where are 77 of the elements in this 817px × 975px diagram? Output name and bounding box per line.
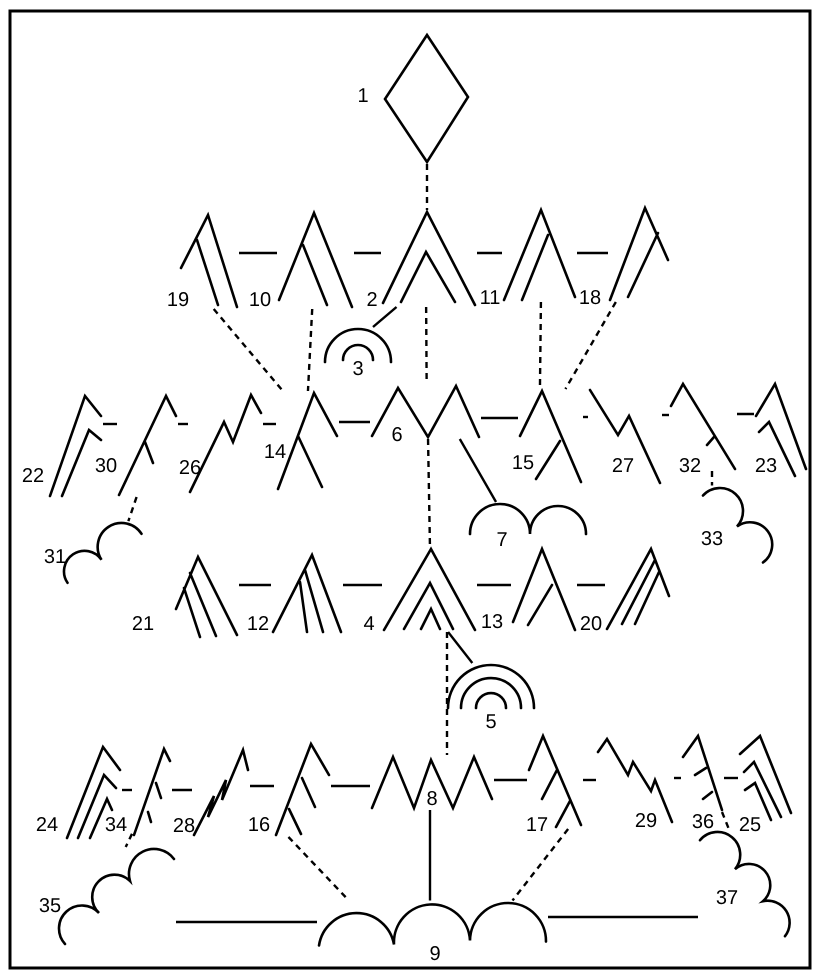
callout-number: 22 xyxy=(22,466,44,486)
connector-line xyxy=(176,920,317,924)
callout-number: 33 xyxy=(700,528,724,549)
connector-line xyxy=(724,776,738,780)
callout-number: 19 xyxy=(166,290,190,310)
connector-line xyxy=(172,788,192,792)
callout-number: 4 xyxy=(363,614,375,634)
connector-line xyxy=(331,784,370,788)
dashed-line xyxy=(564,301,617,390)
connector-line xyxy=(674,776,681,780)
connector-line xyxy=(477,584,511,586)
callout-number: 36 xyxy=(692,812,714,832)
dashed-line xyxy=(710,471,714,486)
connector-line xyxy=(339,420,370,424)
callout-number: 32 xyxy=(678,456,702,476)
connector-line xyxy=(737,412,754,416)
callout-number: 35 xyxy=(38,896,62,916)
connector-line xyxy=(577,252,608,254)
callout-number: 28 xyxy=(172,816,196,836)
connector-line xyxy=(372,306,398,328)
callout-number: 20 xyxy=(580,614,602,634)
connector-line xyxy=(239,252,277,254)
connector-line xyxy=(354,252,381,254)
callout-number: 21 xyxy=(132,614,154,634)
callout-number: 15 xyxy=(512,453,534,473)
callout-number: 30 xyxy=(94,456,118,476)
connector-line xyxy=(583,416,588,418)
callout-number: 18 xyxy=(578,288,602,308)
callout-number: 27 xyxy=(612,456,634,476)
callout-number: 26 xyxy=(178,458,202,478)
connector-line xyxy=(178,422,188,426)
callout-number: 9 xyxy=(429,944,441,964)
callout-number: 34 xyxy=(104,815,128,835)
connector-line xyxy=(122,788,132,792)
callout-number: 14 xyxy=(264,442,286,462)
callout-number: 17 xyxy=(526,815,548,835)
connector-line xyxy=(548,916,698,918)
callout-number: 12 xyxy=(246,614,270,634)
connector-line xyxy=(343,584,382,586)
callout-number: 37 xyxy=(716,888,738,908)
callout-number: 3 xyxy=(352,359,364,379)
callout-number: 16 xyxy=(248,815,270,835)
dashed-line xyxy=(446,632,448,755)
connector-line xyxy=(481,416,518,420)
connector-line xyxy=(494,778,527,782)
callout-number: 13 xyxy=(480,612,504,632)
callout-number: 8 xyxy=(426,789,438,809)
connector-line xyxy=(239,584,271,586)
dashed-line xyxy=(720,812,730,830)
callout-number: 2 xyxy=(366,290,378,310)
connector-line xyxy=(447,631,474,664)
connector-line xyxy=(428,810,432,901)
dashed-line xyxy=(306,308,314,392)
callout-number: 31 xyxy=(44,546,66,567)
dashed-line xyxy=(124,833,134,848)
callout-number: 7 xyxy=(496,530,508,550)
callout-number: 5 xyxy=(485,712,497,732)
dashed-line xyxy=(127,496,138,522)
callout-number: 10 xyxy=(248,290,272,310)
callout-number: 23 xyxy=(754,456,778,476)
callout-number: 6 xyxy=(391,425,403,445)
connector-line xyxy=(250,784,274,788)
callout-number: 24 xyxy=(36,815,58,835)
connector-line xyxy=(263,422,276,426)
callout-number: 1 xyxy=(357,86,369,106)
dashed-line xyxy=(512,828,570,902)
dashed-line xyxy=(212,308,284,392)
dashed-line xyxy=(426,164,428,210)
connector-line xyxy=(577,584,605,586)
connector-line xyxy=(103,422,117,426)
connector-line xyxy=(458,438,498,503)
callout-number: 29 xyxy=(634,811,658,831)
connector-line xyxy=(477,252,502,254)
callout-number: 25 xyxy=(738,815,762,835)
connector-line xyxy=(583,778,596,782)
connector-line xyxy=(662,414,669,416)
callout-number: 11 xyxy=(480,288,500,308)
